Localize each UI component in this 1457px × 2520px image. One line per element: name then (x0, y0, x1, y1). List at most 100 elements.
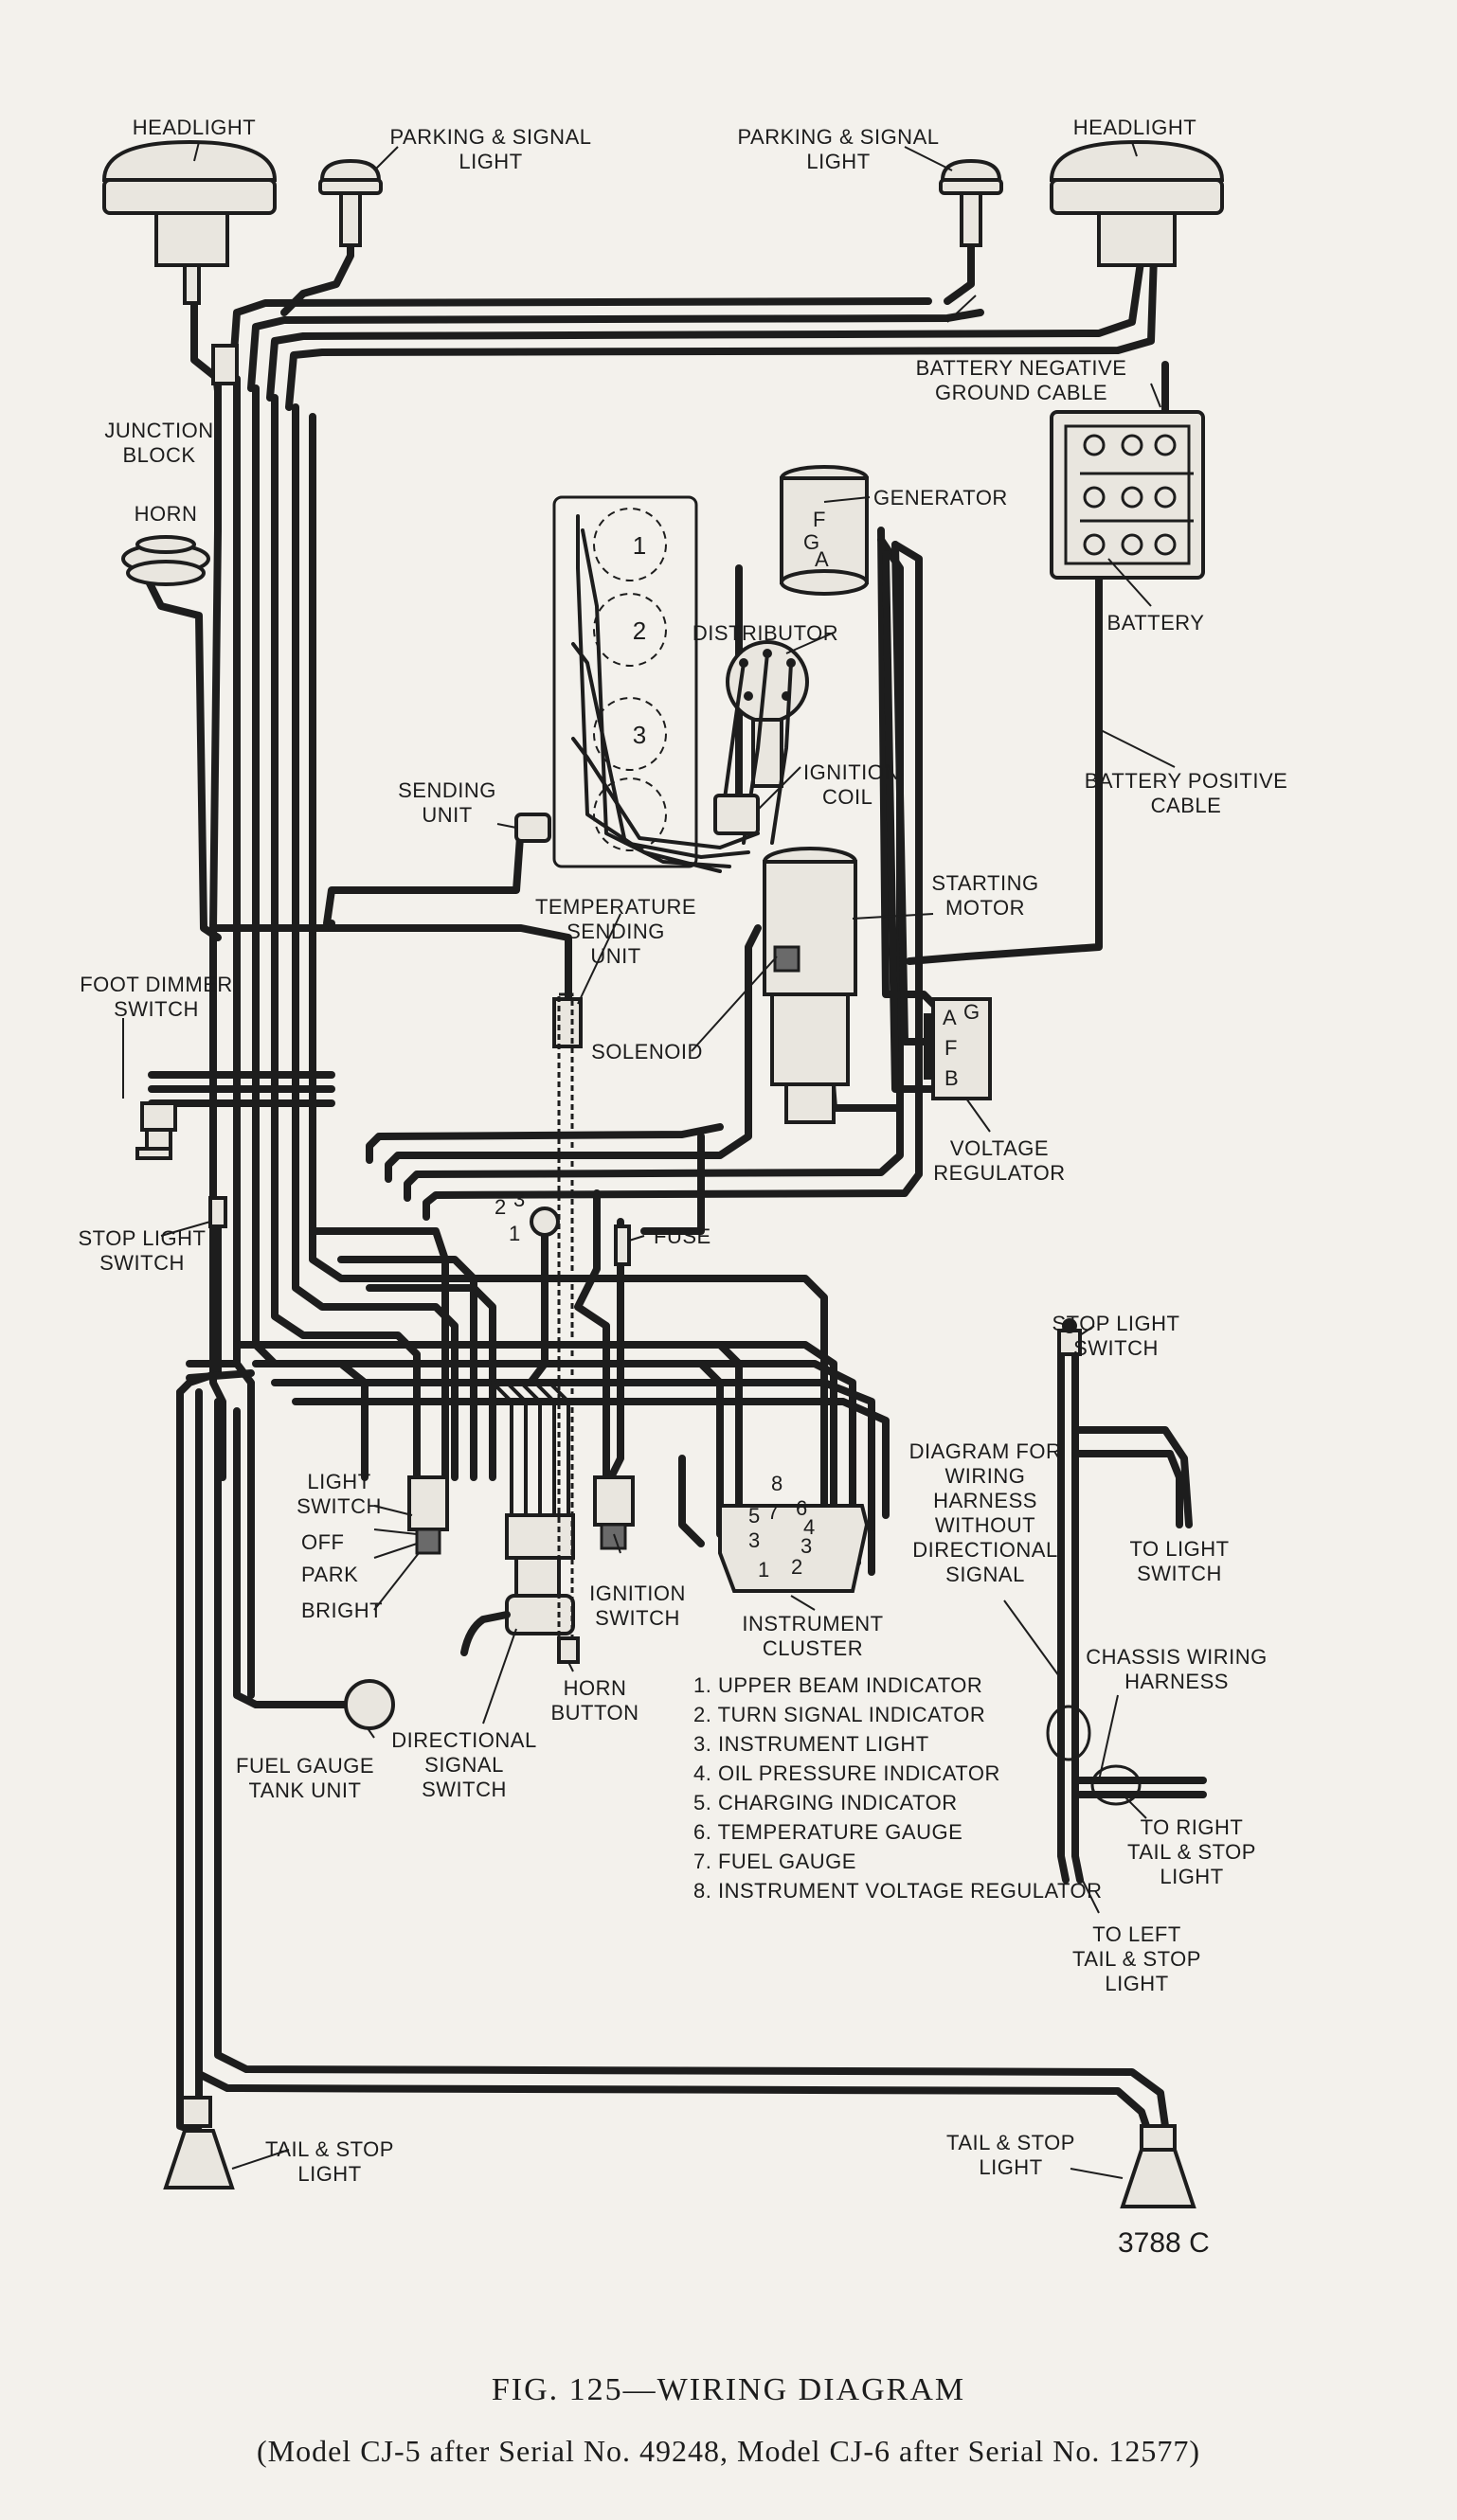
label-starting-motor-2: MOTOR (945, 896, 1025, 920)
harness-left-4 (271, 394, 421, 1481)
label-diagram-note-4: WITHOUT (935, 1513, 1035, 1537)
harness-top-3 (266, 252, 1145, 402)
label-light-switch-2: SWITCH (297, 1494, 382, 1518)
label-junction-block-1: JUNCTION (104, 419, 213, 442)
light-switch-feed-1 (309, 1227, 449, 1481)
fuel-gauge-wire (233, 1407, 354, 1708)
label-directional-2: SIGNAL (424, 1753, 504, 1777)
label-temp-sending-2: SENDING (567, 920, 665, 943)
legend-item: 1. UPPER BEAM INDICATOR (693, 1673, 982, 1697)
fuel-gauge-tank-unit-icon (344, 1679, 395, 1730)
light-switch-feed-3 (366, 1284, 496, 1481)
harness-top-4 (285, 252, 1158, 411)
junction-block-icon (211, 344, 239, 385)
cylinder-numbers: 1 2 3 (633, 531, 646, 749)
label-vreg-g: G (963, 1000, 980, 1024)
label-to-right-tail-3: LIGHT (1160, 1865, 1223, 1888)
harness-top-2 (247, 309, 984, 392)
ignition-switch-icon (593, 1475, 635, 1550)
generator-wire-1 (404, 536, 904, 1202)
cluster-pin: 5 (748, 1504, 761, 1528)
voltage-regulator-icon (924, 997, 992, 1100)
dimmer-to-cluster (527, 1218, 549, 1386)
temp-sending-wire (209, 924, 572, 1008)
label-to-left-tail-1: TO LEFT (1092, 1922, 1181, 1946)
dash-bundle-2 (252, 1360, 856, 1538)
cluster-pin: 2 (791, 1555, 803, 1579)
tail-light-left-icon (163, 2096, 235, 2189)
legend-item: 4. OIL PRESSURE INDICATOR (693, 1761, 1000, 1785)
cluster-pin: 4 (803, 1515, 816, 1539)
cluster-pin: 6 (796, 1496, 808, 1520)
label-diagram-note-2: WIRING (945, 1464, 1026, 1488)
generator-wire-2 (423, 541, 923, 1221)
label-chassis-harness-2: HARNESS (1124, 1670, 1229, 1693)
label-distributor: DISTRIBUTOR (693, 621, 838, 645)
legend-item: 8. INSTRUMENT VOLTAGE REGULATOR (693, 1879, 1103, 1903)
battery-icon (1050, 410, 1205, 580)
ign-cluster-2 (621, 1360, 724, 1538)
label-to-right-tail-1: TO RIGHT (1141, 1815, 1244, 1839)
label-chassis-harness-1: CHASSIS WIRING (1086, 1645, 1268, 1669)
cylinder-number: 3 (633, 721, 646, 749)
rear-harness-2 (195, 1388, 1150, 2130)
figure-code: 3788 C (1118, 2227, 1210, 2259)
cylinder-number: 2 (633, 617, 646, 645)
directional-signal-switch-icon (460, 992, 575, 1659)
label-battery-positive-1: BATTERY POSITIVE (1085, 769, 1288, 793)
label-parking-left-1: PARKING & SIGNAL (390, 125, 592, 149)
dir-wire-3 (519, 1381, 542, 1517)
alt-harness-1 (1057, 1341, 1070, 1884)
tail-light-right-icon (1120, 2124, 1196, 2208)
chassis-harness-marker (1046, 1705, 1091, 1761)
light-switch-feed-2 (337, 1256, 477, 1481)
label-fuse: FUSE (654, 1224, 711, 1248)
label-fuel-gauge-1: FUEL GAUGE (236, 1754, 374, 1778)
starting-motor-icon (763, 847, 857, 1124)
label-to-left-tail-2: TAIL & STOP (1072, 1947, 1201, 1971)
label-parking-left-2: LIGHT (459, 150, 522, 173)
label-battery: BATTERY (1107, 611, 1205, 634)
legend-item: 5. CHARGING INDICATOR (693, 1791, 958, 1814)
label-tail-left-2: LIGHT (297, 2162, 361, 2186)
label-off: OFF (301, 1530, 345, 1554)
chassis-harness-clip (1090, 1764, 1142, 1806)
harness-left-5 (292, 403, 459, 1481)
parking-light-right-icon (939, 158, 1003, 247)
label-parking-right-1: PARKING & SIGNAL (738, 125, 940, 149)
label-stop-light-right-2: SWITCH (1073, 1336, 1159, 1360)
label-generator-f: F (813, 508, 826, 531)
label-to-left-tail-3: LIGHT (1105, 1972, 1168, 1995)
headlight-left-icon (101, 139, 278, 305)
stop-light-switch-left-icon (208, 1196, 227, 1228)
horn-button-icon (557, 1636, 580, 1664)
label-starting-motor-1: STARTING (931, 871, 1038, 895)
legend-item: 7. FUEL GAUGE (693, 1850, 856, 1873)
engine-block-icon (552, 495, 760, 873)
label-headlight-right: HEADLIGHT (1073, 116, 1196, 139)
dir-wire-5 (548, 1381, 570, 1517)
label-light-switch-1: LIGHT (307, 1470, 370, 1493)
label-battery-negative-2: GROUND CABLE (935, 381, 1107, 404)
leader-lines (122, 141, 1176, 2179)
label-instrument-cluster-1: INSTRUMENT (742, 1612, 883, 1635)
solenoid-wire-2 (385, 924, 762, 1183)
label-ignition-switch-2: SWITCH (595, 1606, 680, 1630)
label-dimmer-2: 2 (495, 1195, 507, 1219)
ignition-coil-icon (713, 794, 760, 835)
label-ignition-coil-1: IGNITION (803, 760, 900, 784)
alt-light-switch-2 (1071, 1450, 1183, 1528)
cluster-legend: 1. UPPER BEAM INDICATOR 2. TURN SIGNAL I… (693, 1673, 1103, 1903)
label-voltage-regulator-1: VOLTAGE (950, 1136, 1049, 1160)
label-diagram-note-1: DIAGRAM FOR (909, 1439, 1062, 1463)
dir-wire-2 (505, 1381, 528, 1517)
gen-to-reg-3 (882, 550, 942, 1093)
figure-subtitle: (Model CJ-5 after Serial No. 49248, Mode… (256, 2434, 1201, 2468)
label-directional-1: DIRECTIONAL (391, 1728, 536, 1752)
legend-item: 6. TEMPERATURE GAUGE (693, 1820, 962, 1844)
label-instrument-cluster-2: CLUSTER (763, 1636, 863, 1660)
label-tail-right-2: LIGHT (979, 2155, 1042, 2179)
label-diagram-note-5: DIRECTIONAL (912, 1538, 1057, 1562)
label-diagram-note-6: SIGNAL (945, 1563, 1025, 1586)
